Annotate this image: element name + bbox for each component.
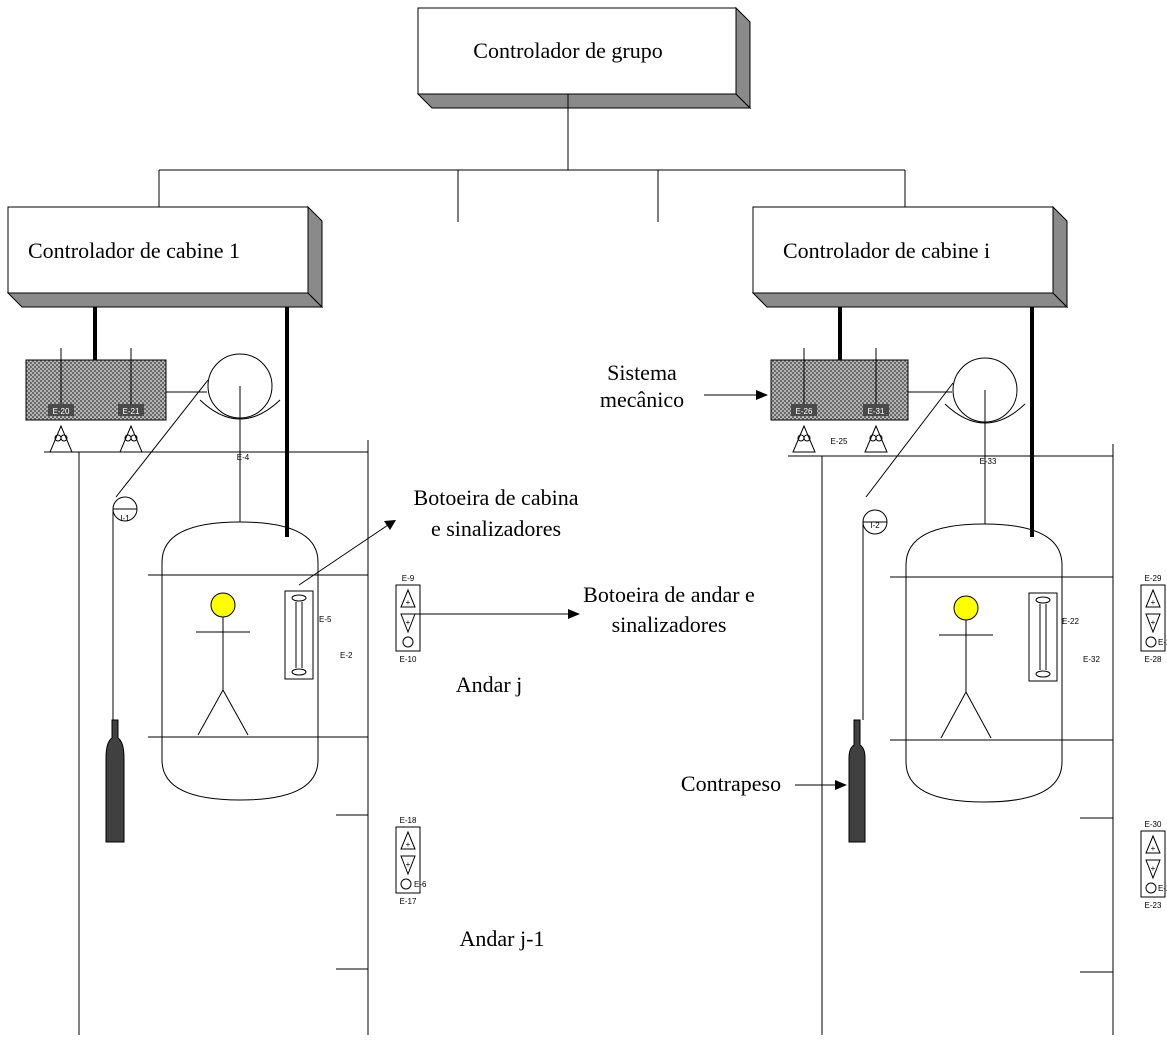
- cabin-right: [905, 523, 1063, 803]
- group-bus: [158, 94, 906, 222]
- group-controller: Controlador de grupo: [416, 6, 752, 110]
- tag-left-upper-top: E-9: [402, 574, 415, 583]
- tag-left-lower-top: E-18: [400, 816, 417, 825]
- tag-left-pulley: E-4: [237, 453, 250, 462]
- callout-counterweight: Contrapeso: [681, 771, 847, 796]
- svg-text:+: +: [406, 598, 411, 607]
- cabin-left: [161, 521, 319, 801]
- tag-right-upper-lamp: E-24: [1158, 638, 1167, 647]
- tag-left-lower-lamp: E-6: [414, 880, 427, 889]
- person-head-left: [210, 592, 236, 618]
- tag-right-lower-top: E-30: [1145, 820, 1162, 829]
- tag-left-idler: I-1: [120, 514, 130, 523]
- tag-right-motor-a: E-26: [796, 407, 813, 416]
- tag-right-idler: I-2: [870, 521, 880, 530]
- svg-text:+: +: [406, 618, 411, 627]
- elevator-left: E-20 E-21 E-4 I-1 E-2: [25, 307, 427, 1035]
- callout-mechanical-system-line2: mecânico: [600, 387, 684, 412]
- tag-right-upper-bottom: E-28: [1145, 655, 1162, 664]
- tag-right-motor-b: E-31: [868, 407, 885, 416]
- svg-text:+: +: [406, 840, 411, 849]
- callout-cab-panel-line1: Botoeira de cabina: [414, 485, 579, 510]
- tag-right-shaft: E-32: [1083, 655, 1100, 664]
- callout-floor-panel-line2: sinalizadores: [612, 612, 727, 637]
- tag-right-pulley: E-33: [980, 457, 997, 466]
- person-right: [939, 595, 993, 739]
- svg-text:+: +: [1151, 844, 1156, 853]
- hall-panel-left-upper: E-9 + + E-10: [395, 574, 421, 664]
- tag-left-motor-a: E-20: [53, 407, 70, 416]
- svg-text:+: +: [1151, 618, 1156, 627]
- person-head-right: [953, 595, 979, 621]
- cab-controller-i-label: Controlador de cabine i: [783, 238, 990, 263]
- cab-controller-1-label: Controlador de cabine 1: [28, 238, 240, 263]
- tag-left-shaft: E-2: [340, 651, 353, 660]
- cab-controller-i: Controlador de cabine i: [751, 205, 1069, 309]
- tag-right-cab-panel: E-22: [1062, 617, 1079, 626]
- tag-right-upper-top: E-29: [1145, 574, 1162, 583]
- tag-left-lower-bottom: E-17: [400, 897, 417, 906]
- cab-panel-left: E-5: [284, 590, 332, 680]
- tag-left-motor-b: E-21: [123, 407, 140, 416]
- cab-controller-1: Controlador de cabine 1: [6, 205, 324, 309]
- cab-panel-right: E-22: [1028, 592, 1079, 682]
- svg-text:+: +: [1151, 864, 1156, 873]
- svg-text:+: +: [406, 860, 411, 869]
- tag-right-machine: E-25: [831, 437, 848, 446]
- callout-mechanical-system-line1: Sistema: [607, 360, 677, 385]
- floor-label-upper: Andar j: [456, 672, 523, 697]
- machine-box-left: [25, 359, 167, 421]
- group-controller-label: Controlador de grupo: [473, 38, 662, 63]
- callout-floor-panel-line1: Botoeira de andar e: [583, 582, 755, 607]
- callout-counterweight-label: Contrapeso: [681, 771, 781, 796]
- callout-floor-panel: Botoeira de andar e sinalizadores: [408, 582, 755, 637]
- callout-cab-panel: Botoeira de cabina e sinalizadores: [298, 485, 579, 586]
- floor-label-lower: Andar j-1: [460, 926, 545, 951]
- hall-panel-left-lower: E-18 + + E-6 E-17: [395, 816, 427, 906]
- svg-text:+: +: [1151, 598, 1156, 607]
- callout-mechanical-system: Sistema mecânico: [600, 360, 768, 412]
- hall-panel-right-upper: E-29 + + E-24 E-28: [1140, 574, 1167, 664]
- person-left: [196, 592, 250, 736]
- callout-cab-panel-line2: e sinalizadores: [431, 516, 561, 541]
- tag-left-cab-panel: E-5: [319, 615, 332, 624]
- tag-right-lower-lamp: E-27: [1158, 884, 1167, 893]
- counterweight-left: [105, 719, 125, 843]
- tag-right-lower-bottom: E-23: [1145, 901, 1162, 910]
- hall-panel-right-lower: E-30 + + E-27 E-23: [1140, 820, 1167, 910]
- elevator-right: E-26 E-31 E-25 E-33 I-2 E-32: [770, 307, 1167, 1035]
- tag-left-upper-bottom: E-10: [400, 655, 417, 664]
- counterweight-right: [848, 719, 866, 843]
